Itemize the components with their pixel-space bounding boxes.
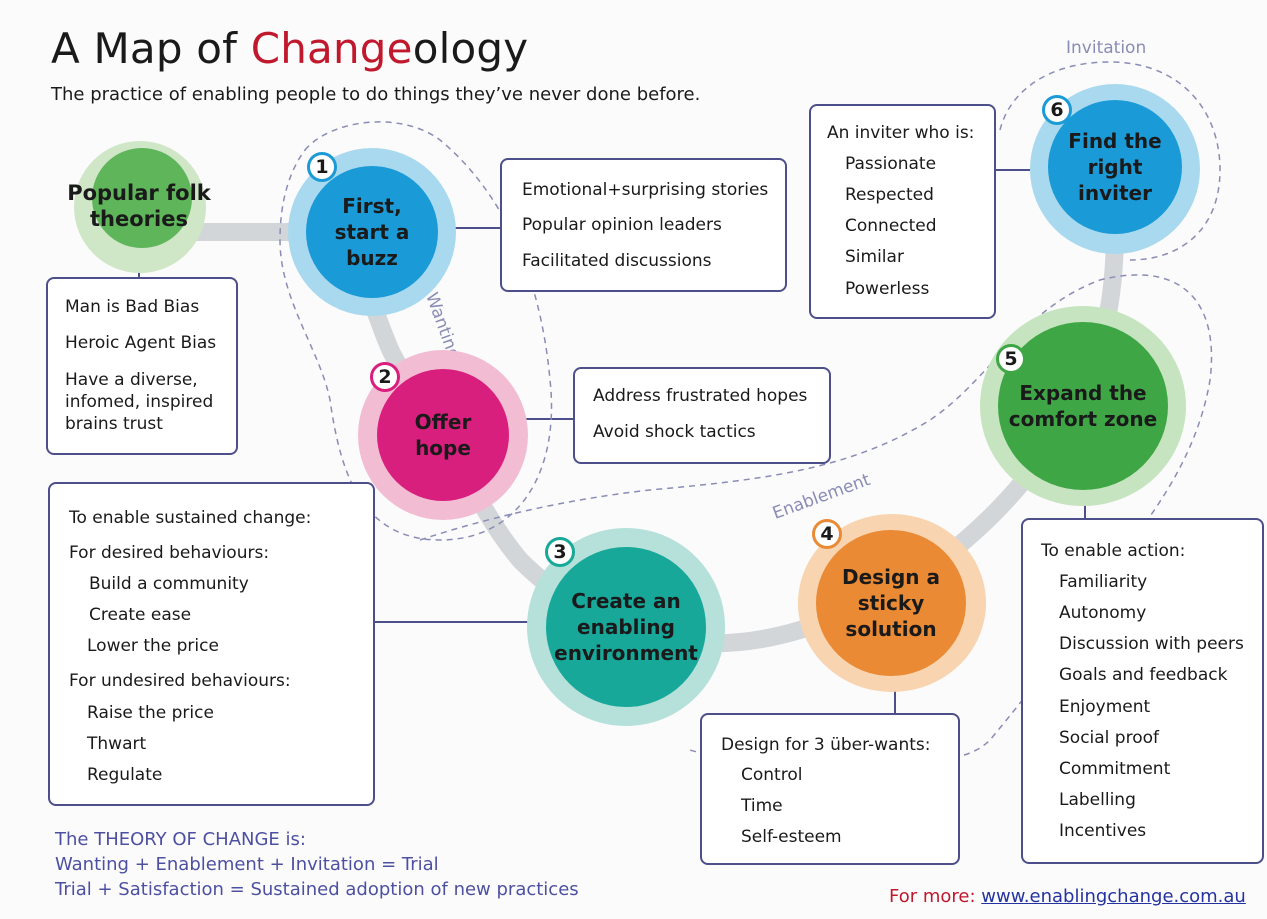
- node-folk: [92, 148, 192, 248]
- zone-label-invitation: Invitation: [1066, 38, 1147, 58]
- node-2-label: Offer hope: [414, 410, 472, 460]
- list-item: Avoid shock tactics: [593, 422, 756, 442]
- list-item: Thwart: [87, 734, 147, 754]
- list-item: Facilitated discussions: [522, 251, 712, 271]
- list-item: For desired behaviours:: [69, 543, 270, 563]
- list-item: infomed, inspired: [65, 392, 214, 412]
- node-3-label: Create an enabling environment: [554, 589, 698, 665]
- list-item: Raise the price: [87, 703, 214, 723]
- box-hope: Address frustrated hopes Avoid shock tac…: [573, 367, 831, 464]
- list-item: Regulate: [87, 765, 163, 785]
- list-item: To enable sustained change:: [69, 508, 312, 528]
- list-item: Emotional+surprising stories: [522, 180, 769, 200]
- node-2: Offer hope: [377, 369, 509, 501]
- list-item: To enable action:: [1041, 541, 1186, 561]
- page-title: A Map of Changeology: [51, 24, 529, 73]
- list-item: Respected: [845, 185, 934, 205]
- box-env: To enable sustained change: For desired …: [48, 482, 375, 806]
- theory-heading: The THEORY OF CHANGE is:: [55, 829, 306, 850]
- list-item: For undesired behaviours:: [69, 671, 291, 691]
- node-3: Create an enabling environment: [546, 547, 706, 707]
- box-inviter: An inviter who is: Passionate Respected …: [809, 104, 996, 319]
- list-item: Discussion with peers: [1059, 634, 1244, 654]
- list-item: Man is Bad Bias: [65, 297, 200, 317]
- list-item: Autonomy: [1059, 603, 1147, 623]
- list-item: Build a community: [89, 574, 249, 594]
- list-item: Popular opinion leaders: [522, 215, 722, 235]
- theory-line-2: Trial + Satisfaction = Sustained adoptio…: [55, 879, 579, 900]
- list-item: Design for 3 über-wants:: [721, 735, 931, 755]
- list-item: Heroic Agent Bias: [65, 333, 217, 353]
- list-item: Address frustrated hopes: [593, 386, 808, 406]
- node-5-label: Expand the comfort zone: [1008, 381, 1158, 431]
- list-item: Lower the price: [87, 636, 219, 656]
- node-3-badge: 3: [545, 537, 575, 567]
- theory-line-1: Wanting + Enablement + Invitation = Tria…: [55, 854, 439, 875]
- list-item: Labelling: [1059, 790, 1136, 810]
- node-5: Expand the comfort zone: [998, 322, 1168, 490]
- node-2-badge: 2: [370, 362, 400, 392]
- box-sticky: Design for 3 über-wants: Control Time Se…: [700, 713, 960, 865]
- list-item: Commitment: [1059, 759, 1171, 779]
- list-item: Have a diverse,: [65, 370, 198, 390]
- more-label: For more:: [889, 886, 982, 907]
- page-subtitle: The practice of enabling people to do th…: [51, 84, 701, 105]
- node-5-badge: 5: [996, 344, 1026, 374]
- node-folk-label: Popular folk theories: [67, 181, 211, 231]
- list-item: Time: [741, 796, 783, 816]
- zone-wanting-outline: [279, 121, 553, 541]
- node-6-badge: 6: [1042, 95, 1072, 125]
- list-item: Self-esteem: [741, 827, 842, 847]
- list-item: Powerless: [845, 279, 930, 299]
- node-4-label: Design a sticky solution: [842, 565, 940, 641]
- list-item: An inviter who is:: [827, 123, 975, 143]
- list-item: Passionate: [845, 154, 937, 174]
- box-buzz: Emotional+surprising stories Popular opi…: [500, 158, 787, 292]
- node-6-label: Find the right inviter: [1068, 129, 1162, 205]
- list-item: brains trust: [65, 414, 163, 434]
- title-accent: Change: [250, 24, 413, 73]
- list-item: Connected: [845, 216, 937, 236]
- list-item: Incentives: [1059, 821, 1147, 841]
- list-item: Goals and feedback: [1059, 665, 1228, 685]
- node-4: Design a sticky solution: [816, 530, 966, 676]
- node-6: Find the right inviter: [1048, 100, 1182, 234]
- node-1: First, start a buzz: [306, 166, 438, 298]
- box-folk: Man is Bad Bias Heroic Agent Bias Have a…: [46, 277, 238, 455]
- zone-invitation-outline: [999, 61, 1221, 261]
- node-1-badge: 1: [307, 152, 337, 182]
- list-item: Control: [741, 765, 803, 785]
- node-1-label: First, start a buzz: [334, 194, 410, 270]
- list-item: Create ease: [89, 605, 192, 625]
- website-link[interactable]: www.enablingchange.com.au: [981, 886, 1246, 907]
- node-4-badge: 4: [812, 519, 842, 549]
- list-item: Enjoyment: [1059, 697, 1151, 717]
- list-item: Familiarity: [1059, 572, 1148, 592]
- list-item: Social proof: [1059, 728, 1159, 748]
- list-item: Similar: [845, 247, 904, 267]
- more-info: For more: www.enablingchange.com.au: [889, 886, 1246, 907]
- box-comfort: To enable action: Familiarity Autonomy D…: [1021, 518, 1264, 864]
